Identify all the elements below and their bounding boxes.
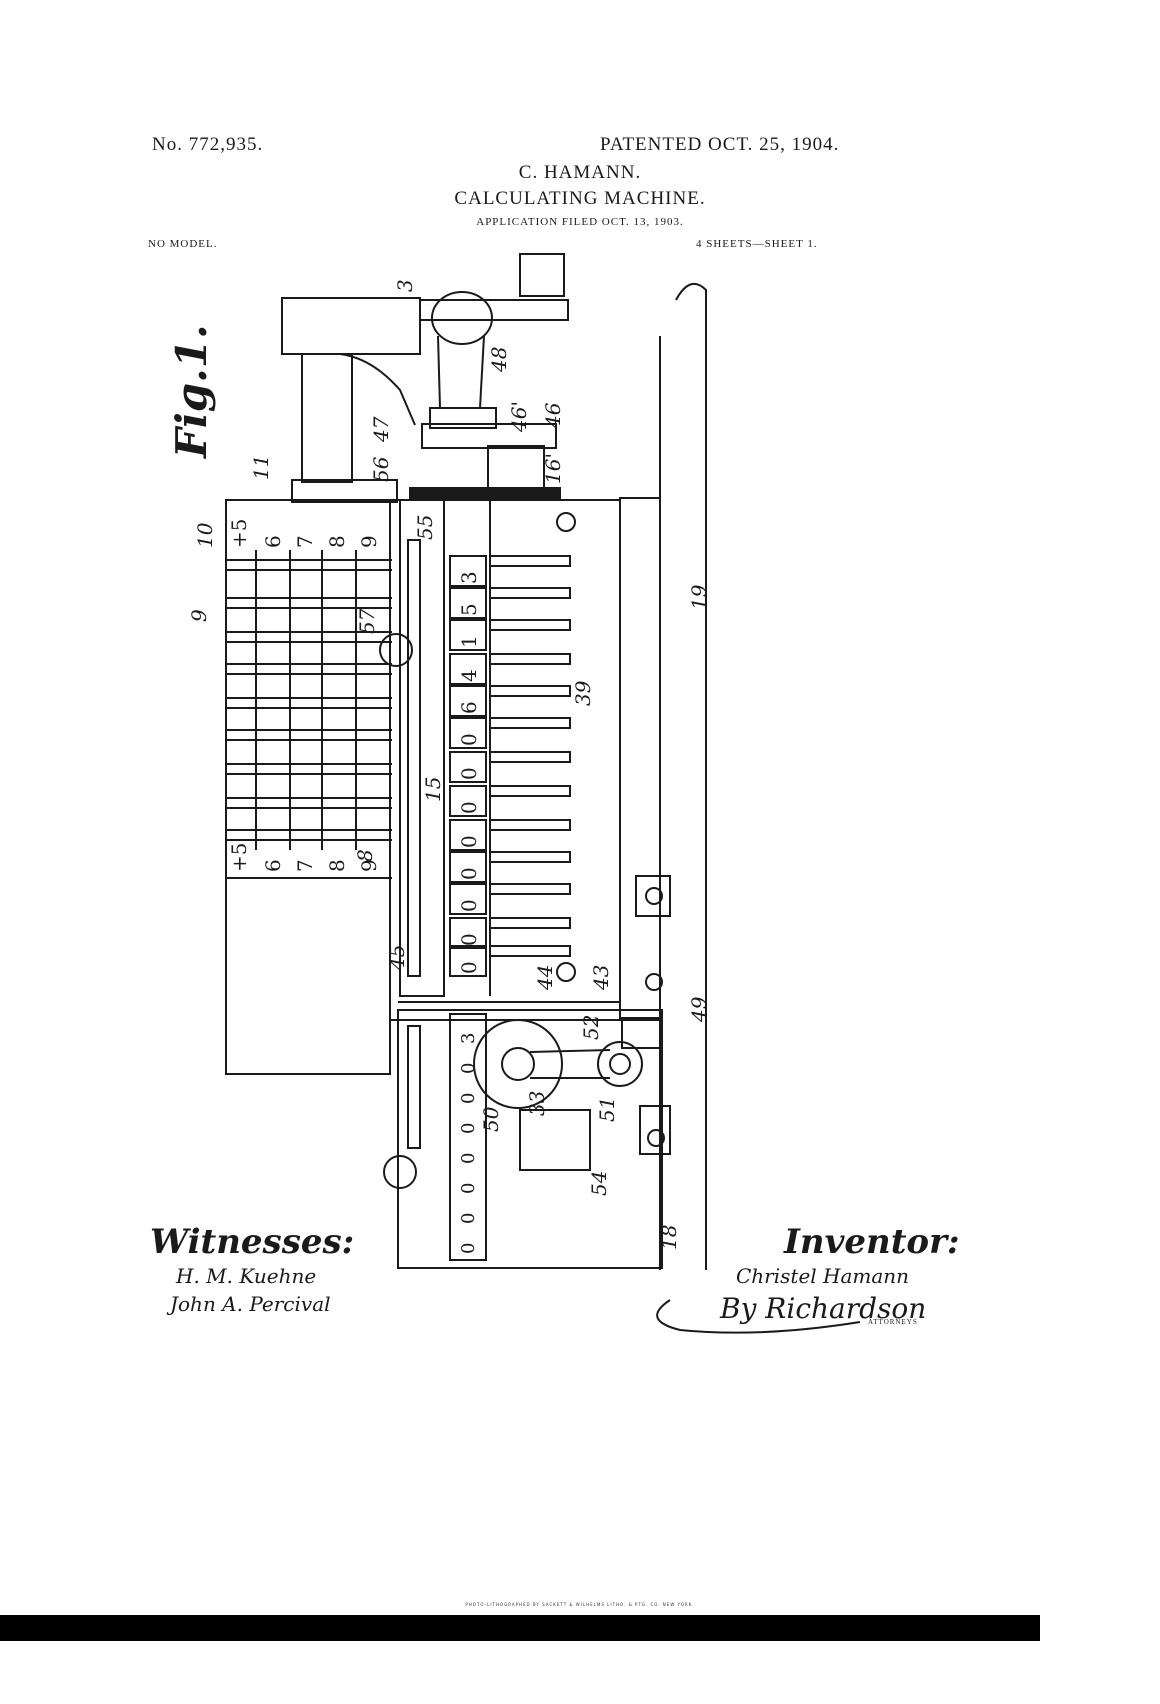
ref-57-upper: 57 (355, 608, 379, 634)
ref-19: 19 (687, 584, 711, 610)
ref-3: 3 (393, 279, 417, 292)
ref-55-upper: 55 (413, 515, 437, 540)
inventor-label: Inventor: (784, 1222, 960, 1262)
lower-counter-digit: 0 (458, 1093, 479, 1104)
scan-border-bar (0, 1615, 1040, 1641)
witnesses-label: Witnesses: (150, 1222, 355, 1262)
ref-47: 47 (369, 416, 393, 443)
patent-number: No. 772,935. (152, 134, 264, 155)
ref-15: 15 (421, 777, 445, 802)
inventor-name-header: C. HAMANN. (518, 162, 642, 183)
key-digit: 8 (325, 535, 349, 548)
key-digit: 6 (261, 859, 285, 872)
inventor-signature: Christel Hamann (736, 1264, 910, 1288)
witness-signature-1: H. M. Kuehne (176, 1264, 317, 1288)
ref-54: 54 (587, 1171, 611, 1196)
key-digit: 9 (357, 535, 381, 548)
key-digit: +5 (227, 843, 251, 872)
ref-43: 43 (589, 965, 613, 991)
ref-46: 46 (541, 402, 565, 429)
key-digit: 8 (325, 859, 349, 872)
counter-digit: 6 (457, 701, 481, 714)
ref-48: 48 (487, 347, 511, 373)
knob-57-upper (379, 633, 413, 667)
crank-bracket (281, 253, 569, 503)
patent-date: PATENTED OCT. 25, 1904. (600, 134, 840, 155)
counter-digit: 3 (457, 571, 481, 584)
counter-racks (489, 555, 571, 957)
key-digit: 6 (261, 535, 285, 548)
lower-counter-digit: 0 (458, 1183, 479, 1194)
counter-digit: 1 (457, 635, 481, 648)
keyboard-digits-top: +5 6 7 8 9 (227, 519, 381, 548)
key-digit: 7 (293, 535, 317, 548)
attorney-signature: By Richardson (720, 1292, 927, 1325)
key-digit: 9 (357, 859, 381, 872)
key-digit: 7 (293, 859, 317, 872)
ref-11-upper: 11 (249, 455, 273, 480)
lower-counter-digit: 0 (458, 1063, 479, 1074)
lower-counter-digit: 0 (458, 1123, 479, 1134)
ref-33: 33 (525, 1091, 549, 1116)
ref-9-upper: 9 (187, 609, 211, 622)
counter-digit: 5 (457, 603, 481, 616)
ref-44: 44 (533, 965, 557, 991)
ref-8: 8 (353, 849, 377, 862)
ref-49: 49 (687, 996, 711, 1023)
sheet-note: 4 SHEETS—SHEET 1. (696, 238, 818, 250)
keyboard-digits-bottom: +5 6 7 8 9 (227, 843, 381, 872)
ref-52: 52 (579, 1015, 603, 1040)
slot-bars (398, 539, 620, 1149)
printer-credit: PHOTO-LITHOGRAPHED BY SACKETT & WILHELMS… (465, 1602, 695, 1607)
counter-windows (449, 555, 487, 977)
signature-flourish (656, 1299, 861, 1334)
lower-counter-digit: 0 (458, 1153, 479, 1164)
machine-body (225, 499, 671, 1075)
lower-carriage (397, 1009, 671, 1269)
ref-50: 50 (479, 1106, 503, 1132)
attorneys-label: ATTORNEYS (868, 1318, 918, 1326)
model-note: NO MODEL. (148, 238, 218, 250)
counter-digit: 0 (457, 867, 481, 880)
lower-counter-digit: 0 (458, 1243, 479, 1254)
ref-46-prime: 46' (507, 401, 531, 433)
ref-45: 45 (385, 945, 409, 971)
lower-counter-digit: 0 (458, 1213, 479, 1224)
counter-digit: 0 (457, 899, 481, 912)
lower-counter-digits: 3 0 0 0 0 0 0 0 (458, 1033, 479, 1254)
witness-signature-2: John A. Percival (170, 1292, 331, 1316)
counter-digit: 0 (457, 767, 481, 780)
keyboard-rows (226, 550, 392, 879)
patent-title: CALCULATING MACHINE. (454, 188, 706, 209)
counter-digit: 0 (457, 835, 481, 848)
ref-51: 51 (595, 1097, 619, 1122)
counter-digit: 4 (457, 669, 481, 682)
counter-digit: 0 (457, 801, 481, 814)
knob-57-lower (383, 1155, 417, 1189)
ref-10-upper: 10 (193, 522, 217, 548)
ref-39-upper: 39 (571, 680, 595, 706)
counter-digits: 3 5 1 4 6 0 0 0 0 0 0 0 0 (457, 571, 481, 974)
ref-56-upper: 56 (369, 456, 393, 482)
key-digit: +5 (227, 519, 251, 548)
lower-counter-digit: 3 (458, 1033, 479, 1044)
counter-digit: 0 (457, 733, 481, 746)
counter-digit: 0 (457, 961, 481, 974)
application-filed: APPLICATION FILED OCT. 13, 1903. (476, 216, 684, 228)
counter-digit: 0 (457, 933, 481, 946)
figure-label: Fig.1. (167, 324, 216, 459)
ref-16-prime: 16' (541, 453, 565, 484)
ref-18: 18 (657, 1225, 681, 1250)
reference-numerals: 3 48 46' 47 46 16' 56 11 10 55 9 57 19 3… (187, 279, 711, 1250)
